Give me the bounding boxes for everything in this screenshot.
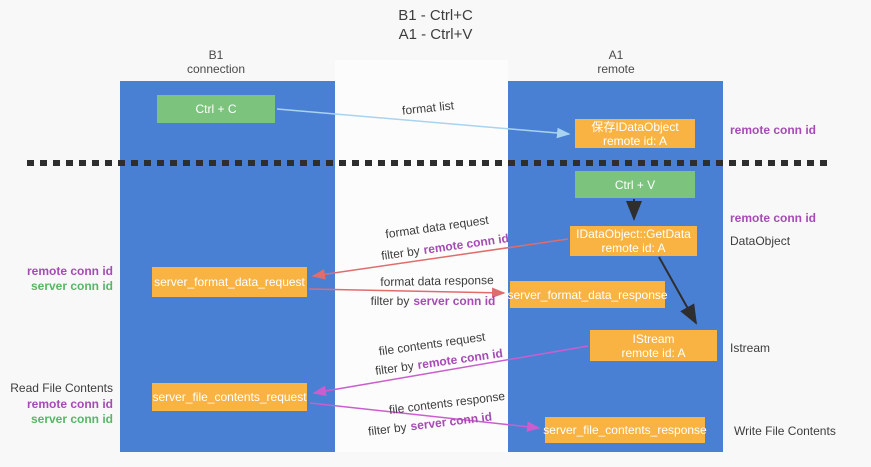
left-server-conn-id-1: server conn id <box>30 279 113 293</box>
box-server-file-contents-request: server_file_contents_request <box>152 383 307 411</box>
lane-b1-subtitle: connection <box>186 62 246 76</box>
write-file-contents-label: Write File Contents <box>734 424 836 438</box>
box-idataobject-getdata: IDataObject::GetData remote id: A <box>570 226 697 256</box>
title-line-1: B1 - Ctrl+C <box>398 7 473 24</box>
save-idataobject-line2: remote id: A <box>602 133 668 148</box>
server-conn-id-text: server conn id <box>413 294 496 308</box>
right-remote-conn-id-2: remote conn id <box>730 211 817 225</box>
box-ctrl-v: Ctrl + V <box>575 171 695 198</box>
lane-a1-subtitle: remote <box>597 62 635 76</box>
save-idataobject-line1: 保存IDataObject <box>591 119 679 134</box>
left-remote-conn-id-1: remote conn id <box>26 264 113 278</box>
file-response-label: server_file_contents_response <box>543 423 707 437</box>
getdata-line2: remote id: A <box>601 241 666 255</box>
box-ctrl-c: Ctrl + C <box>157 95 275 123</box>
diagram-title: B1 - Ctrl+C A1 - Ctrl+V <box>0 6 871 44</box>
left-remote-conn-id-2: remote conn id <box>26 397 113 411</box>
ctrl-v-label: Ctrl + V <box>614 177 656 192</box>
right-remote-conn-id-1: remote conn id <box>730 123 817 137</box>
lane-b1-title: B1 <box>208 48 224 62</box>
dashed-separator <box>27 160 833 166</box>
read-file-contents-label: Read File Contents <box>10 381 113 395</box>
istream-side-label: Istream <box>730 341 771 355</box>
format-response-label: server_format_data_response <box>507 287 668 302</box>
left-server-conn-id-2: server conn id <box>30 412 113 426</box>
getdata-line1: IDataObject::GetData <box>576 227 691 241</box>
file-request-label: server_file_contents_request <box>152 390 307 404</box>
lane-a1-title: A1 <box>608 48 624 62</box>
dataobject-label: DataObject <box>730 234 791 248</box>
filter-by-text: filter by <box>370 294 410 308</box>
lane-header-b1: B1 connection <box>187 48 245 76</box>
istream-line2: remote id: A <box>621 345 686 360</box>
title-line-2: A1 - Ctrl+V <box>398 26 473 43</box>
box-server-format-data-response: server_format_data_response <box>507 281 668 308</box>
lane-header-a1: A1 remote <box>597 48 634 76</box>
istream-line1: IStream <box>632 331 675 346</box>
box-save-idataobject: 保存IDataObject remote id: A <box>575 119 695 148</box>
box-server-format-data-request: server_format_data_request <box>152 267 307 297</box>
box-server-file-contents-response: server_file_contents_response <box>543 417 707 443</box>
format-request-label: server_format_data_request <box>154 275 305 289</box>
flow-label-format-data-response: format data response <box>380 273 494 289</box>
box-istream: IStream remote id: A <box>590 330 717 361</box>
ctrl-c-label: Ctrl + C <box>195 102 237 116</box>
